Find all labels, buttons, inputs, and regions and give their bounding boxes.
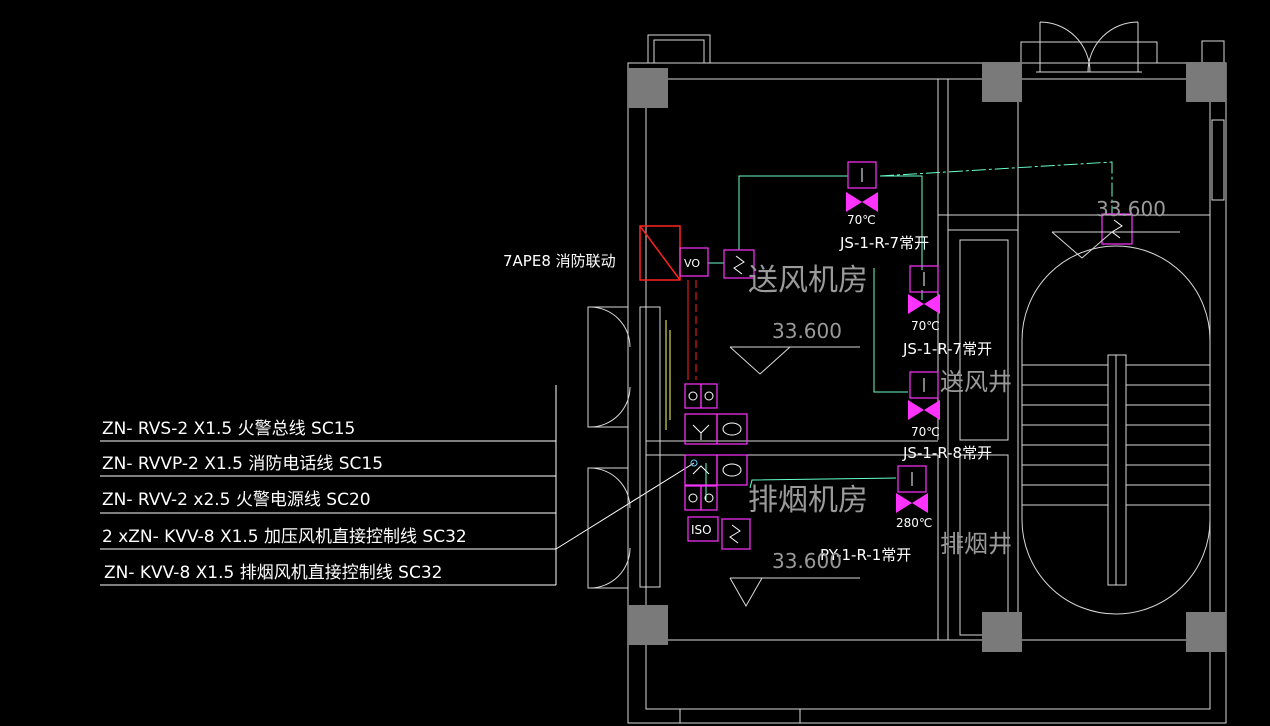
- stair-treads: [1022, 364, 1210, 506]
- temp-label-2: 70℃: [911, 319, 940, 333]
- cable-legend: ZN- RVS-2 X1.5 火警总线 SC15 ZN- RVVP-2 X1.5…: [100, 385, 695, 586]
- control-wiring: [705, 161, 1113, 500]
- temp-label-3: 70℃: [911, 425, 940, 439]
- shaft-label-exhaust: 排烟井: [940, 530, 1012, 558]
- control-module-exhaust[interactable]: [721, 518, 751, 550]
- building-walls: [587, 21, 1227, 724]
- panel-label: 7APE8 消防联动: [503, 252, 616, 270]
- elevation-stair: 33.600: [1096, 197, 1166, 221]
- room-label-supply: 送风机房: [748, 263, 868, 298]
- damper-label-4: PY-1-R-1常开: [820, 546, 911, 564]
- iso-label: ISO: [691, 523, 712, 537]
- shaft-label-supply: 送风井: [940, 368, 1012, 396]
- staircase: [1021, 245, 1211, 615]
- legend-row-1: ZN- RVS-2 X1.5 火警总线 SC15: [102, 419, 355, 439]
- cable-tray-strip: [665, 320, 671, 430]
- vo-label: VO: [684, 257, 700, 270]
- legend-row-4: 2 xZN- KVV-8 X1.5 加压风机直接控制线 SC32: [102, 527, 467, 547]
- elevation-exhaust: 33.600: [772, 549, 842, 573]
- control-module-supply[interactable]: [723, 249, 755, 279]
- legend-leader: [555, 462, 695, 550]
- temp-label-1: 70℃: [847, 213, 876, 227]
- damper-label-3: JS-1-R-8常开: [902, 444, 992, 462]
- elevation-mark-supply: 33.600: [729, 319, 860, 375]
- damper-label-2: JS-1-R-7常开: [902, 340, 992, 358]
- device-cluster[interactable]: [684, 383, 748, 511]
- damper-1[interactable]: [846, 161, 878, 212]
- damper-3[interactable]: [908, 371, 940, 420]
- damper-label-1: JS-1-R-7常开: [839, 234, 929, 252]
- legend-row-3: ZN- RVV-2 x2.5 火警电源线 SC20: [102, 490, 371, 510]
- damper-4[interactable]: [896, 465, 928, 513]
- control-module-stair[interactable]: [1101, 213, 1133, 245]
- legend-row-2: ZN- RVVP-2 X1.5 消防电话线 SC15: [102, 454, 383, 474]
- vo-module[interactable]: VO: [679, 247, 709, 277]
- room-label-exhaust: 排烟机房: [748, 483, 868, 518]
- structural-columns: [628, 62, 1226, 652]
- panel-feed: [687, 280, 697, 380]
- device-glyphs: [688, 391, 742, 503]
- damper-2[interactable]: [908, 265, 940, 314]
- elevation-mark-stair: 33.600: [1051, 197, 1180, 259]
- temp-label-4: 280℃: [896, 516, 932, 530]
- elevation-supply: 33.600: [772, 319, 842, 343]
- elevation-mark-exhaust: 33.600: [729, 549, 860, 608]
- legend-row-5: ZN- KVV-8 X1.5 排烟风机直接控制线 SC32: [104, 563, 442, 583]
- iso-module[interactable]: ISO: [687, 516, 719, 542]
